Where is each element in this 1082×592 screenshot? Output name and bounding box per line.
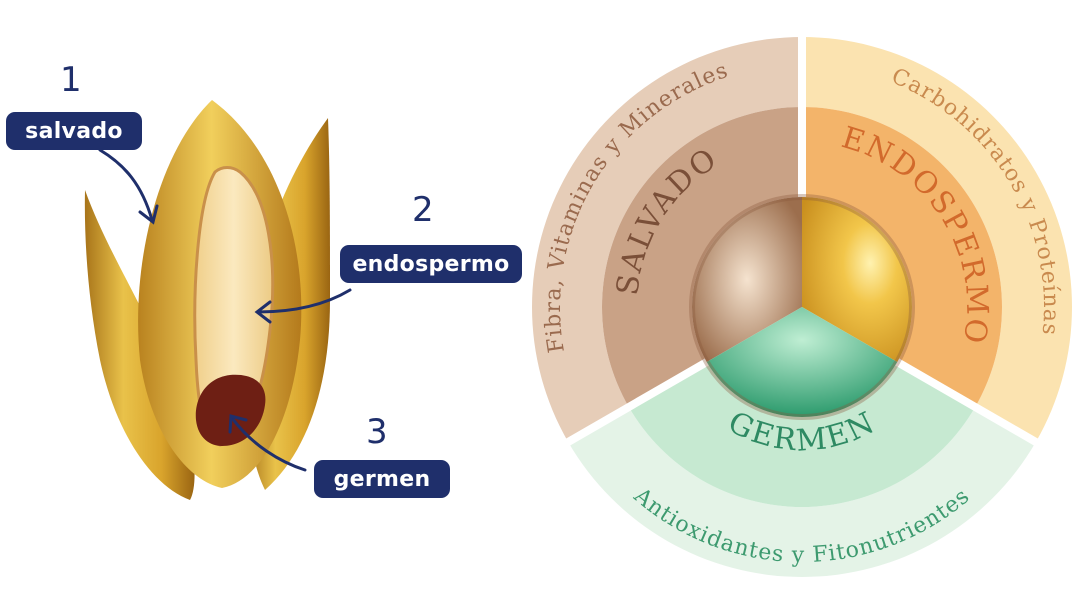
segment-inner-germen bbox=[628, 362, 976, 507]
arrow-germen bbox=[230, 416, 307, 472]
arrow-endospermo bbox=[256, 288, 352, 314]
segment-outer-salvado bbox=[532, 37, 802, 442]
germ-cut bbox=[195, 374, 266, 446]
segment-inner-salvado bbox=[602, 106, 802, 407]
segment-divider bbox=[562, 357, 711, 448]
arrow-salvado-head bbox=[138, 204, 159, 225]
center-rim bbox=[689, 194, 915, 420]
label-tag-germen: germen bbox=[314, 460, 450, 498]
label-tag-salvado: salvado bbox=[6, 112, 142, 150]
center-sector-salvado bbox=[691, 197, 802, 362]
arrow-endospermo-head bbox=[254, 300, 272, 324]
center-sector-germen bbox=[706, 307, 898, 418]
segment-divider bbox=[893, 357, 1042, 448]
label-tag-endospermo: endospermo bbox=[340, 245, 522, 283]
segment-inner-endospermo bbox=[802, 107, 1002, 407]
segment-outer-germen bbox=[568, 407, 1036, 577]
segment-outer-endospermo bbox=[802, 37, 1073, 442]
arrow-salvado bbox=[98, 148, 154, 222]
label-number-2: 2 bbox=[412, 190, 434, 230]
label-number-1: 1 bbox=[60, 60, 82, 100]
center-sector-endospermo bbox=[802, 197, 913, 362]
arrow-germen-head bbox=[228, 414, 248, 434]
label-number-3: 3 bbox=[366, 412, 388, 452]
